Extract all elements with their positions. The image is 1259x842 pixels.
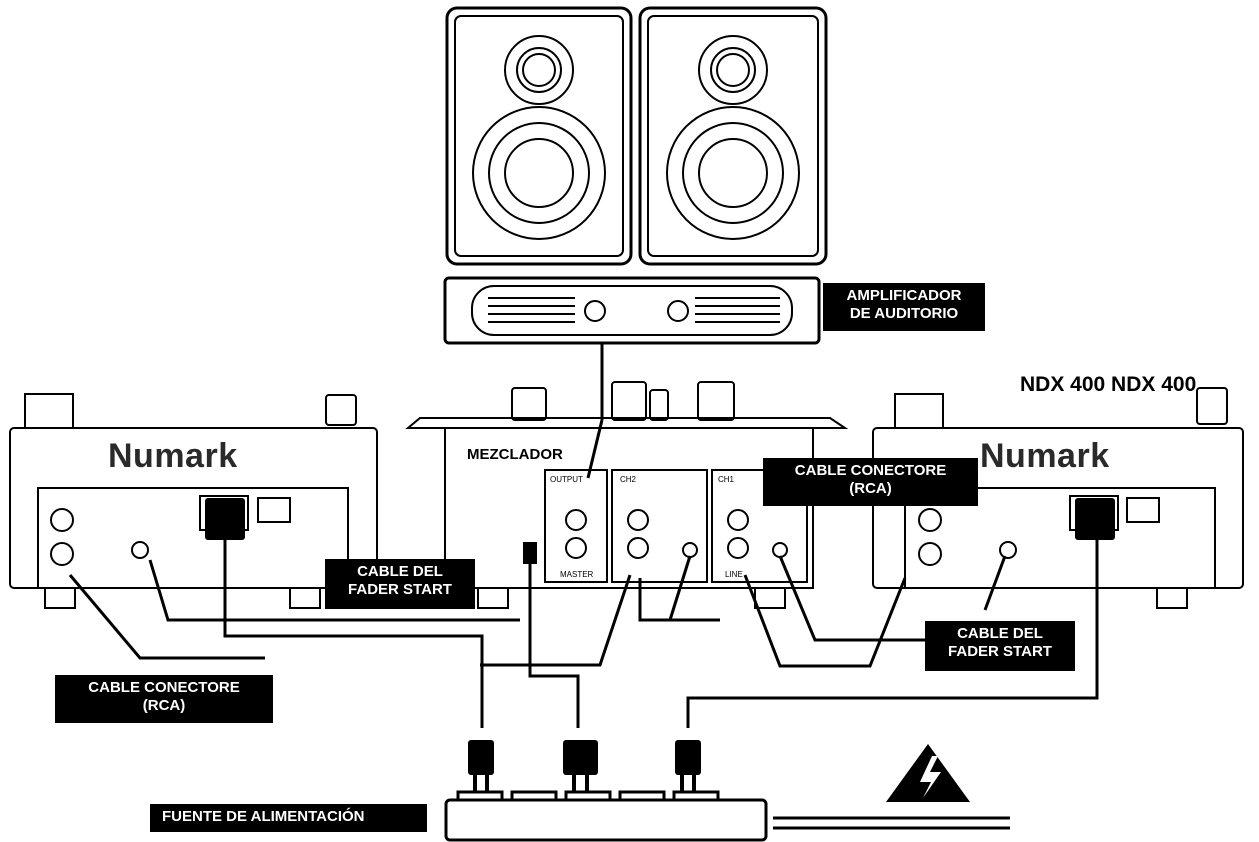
- label-rca-right-line1: CABLE CONECTORE: [794, 462, 947, 479]
- power-strip: [444, 790, 768, 842]
- mixer-ch1-label: CH1: [718, 475, 735, 484]
- label-rca-right: CABLE CONECTORE (RCA): [763, 458, 978, 506]
- label-rca-left-line1: CABLE CONECTORE: [88, 679, 240, 696]
- label-power: FUENTE DE ALIMENTACIÓN: [150, 804, 427, 832]
- label-fader-left: CABLE DEL FADER START: [325, 559, 475, 609]
- label-fader-left-line2: FADER START: [348, 581, 452, 598]
- label-amplifier-line1: AMPLIFICADOR: [846, 287, 962, 304]
- mixer-output-label: OUTPUT: [550, 475, 583, 484]
- label-rca-right-line2: (RCA): [849, 480, 892, 497]
- brand-right: Numark: [980, 437, 1110, 475]
- label-rca-left: CABLE CONECTORE (RCA): [55, 675, 273, 723]
- knobs: [325, 381, 1228, 426]
- label-rca-left-line2: (RCA): [142, 697, 186, 714]
- mixer-ch2-label: CH2: [620, 475, 637, 484]
- label-amplifier-line2: DE AUDITORIO: [849, 305, 959, 322]
- amplifier: [443, 276, 821, 345]
- cables: [68, 343, 1099, 830]
- turntable-left: [9, 393, 378, 609]
- mixer: [405, 417, 849, 609]
- label-fader-left-line1: CABLE DEL: [357, 563, 443, 580]
- warning-high-voltage-icon: [886, 744, 970, 802]
- turntable-right: [872, 393, 1244, 609]
- mixer-master-label: MASTER: [560, 570, 594, 579]
- label-fader-right: CABLE DEL FADER START: [925, 621, 1075, 671]
- label-fader-right-line2: FADER START: [948, 643, 1052, 660]
- label-amplifier: AMPLIFICADOR DE AUDITORIO: [823, 283, 985, 331]
- label-model: NDX 400 NDX 400: [1020, 373, 1197, 396]
- label-fader-right-line1: CABLE DEL: [957, 625, 1043, 642]
- plugs: [205, 498, 1115, 791]
- brand-left: Numark: [108, 437, 238, 475]
- label-mixer: MEZCLADOR: [467, 446, 563, 463]
- speaker-right: [638, 6, 828, 266]
- speaker-left: [445, 6, 633, 266]
- mixer-line-label: LINE: [725, 570, 743, 579]
